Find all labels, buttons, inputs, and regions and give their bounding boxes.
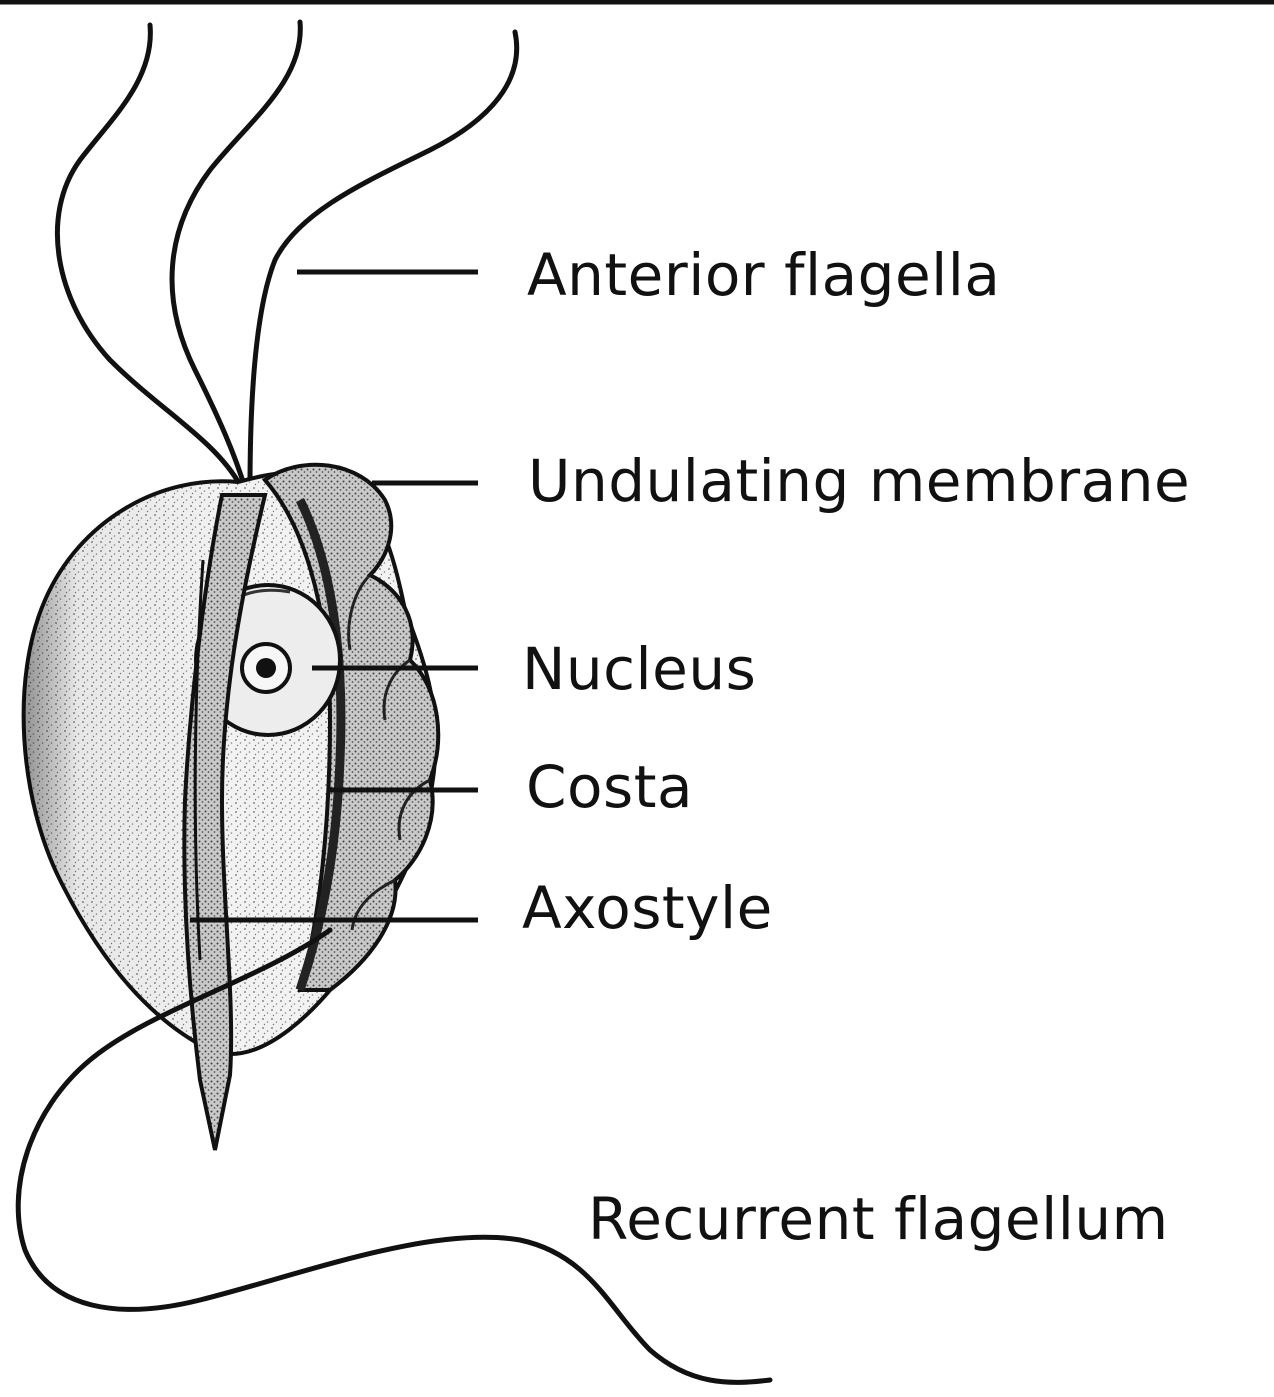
label-nucleus: Nucleus xyxy=(522,640,756,698)
label-anterior-flagella: Anterior flagella xyxy=(527,246,1000,304)
recurrent-flagellum xyxy=(18,930,770,1382)
label-recurrent-flagellum: Recurrent flagellum xyxy=(588,1190,1169,1248)
label-costa: Costa xyxy=(526,758,693,816)
anterior-flagella xyxy=(57,22,516,488)
label-undulating-membrane: Undulating membrane xyxy=(528,452,1190,510)
label-axostyle: Axostyle xyxy=(522,879,773,937)
